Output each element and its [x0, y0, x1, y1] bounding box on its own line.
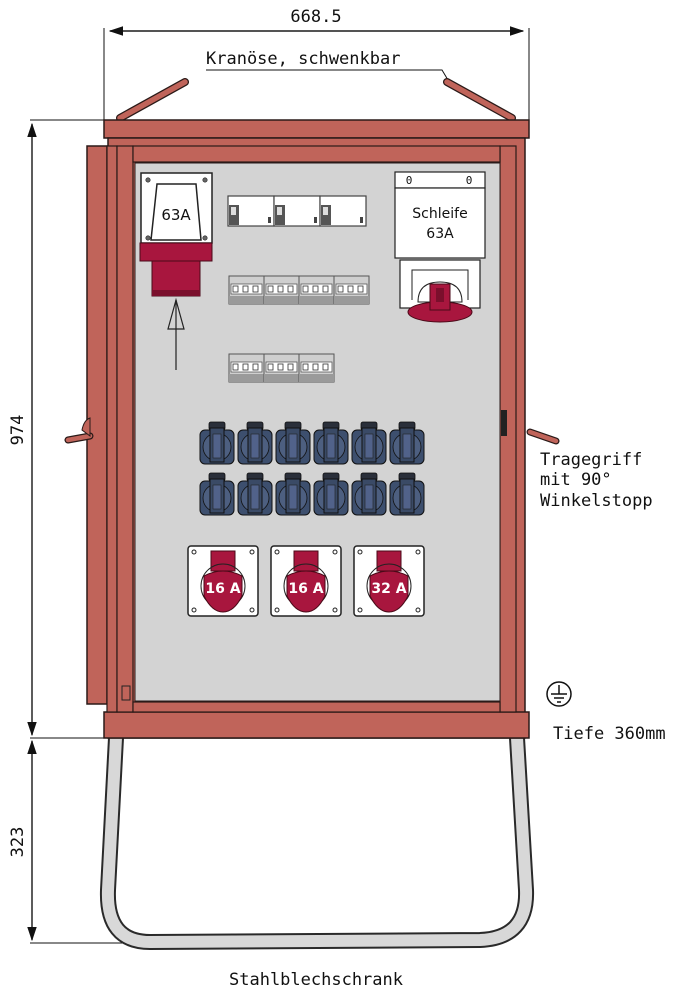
- loop-switch-mark-left: 0: [406, 174, 413, 187]
- mcb-row-2: [228, 353, 335, 383]
- schuko-socket: [389, 472, 425, 516]
- rcd-breaker: [227, 195, 275, 227]
- loop-outlet-label-2: 63A: [426, 226, 454, 242]
- schuko-socket: [237, 421, 273, 465]
- depth-label: Tiefe 360mm: [553, 724, 666, 744]
- mcb-breaker: [228, 275, 265, 305]
- loop-outlet-63a: 0 0 Schleife 63A: [394, 171, 486, 323]
- rcd-breaker: [273, 195, 321, 227]
- leg-height-dimension: 323: [8, 739, 150, 944]
- earth-ground-icon: [546, 681, 572, 707]
- cee-socket: 16 A: [187, 545, 259, 617]
- drawing-title: Stahlblechschrank: [229, 970, 403, 990]
- mcb-row-1: [228, 275, 370, 305]
- schuko-socket: [389, 421, 425, 465]
- main-inlet-63a: 63A: [139, 172, 213, 297]
- cee-socket-label: 32 A: [371, 581, 406, 597]
- cee-socket: 16 A: [270, 545, 342, 617]
- main-inlet-label: 63A: [161, 206, 191, 224]
- handle-left: [64, 417, 94, 444]
- height-label: 974: [8, 415, 28, 446]
- mcb-breaker: [263, 353, 300, 383]
- mcb-breaker: [298, 353, 335, 383]
- handle-right: [501, 410, 560, 445]
- height-dimension: 974: [8, 119, 104, 739]
- loop-switch-mark-right: 0: [466, 174, 473, 187]
- cee-socket-label: 16 A: [288, 581, 323, 597]
- schuko-socket: [351, 421, 387, 465]
- schuko-socket: [313, 421, 349, 465]
- mcb-breaker: [263, 275, 300, 305]
- handle-annotation: Tragegriff mit 90° Winkelstopp: [540, 450, 653, 511]
- schuko-socket: [275, 421, 311, 465]
- mcb-breaker: [228, 353, 265, 383]
- cee-socket: 32 A: [353, 545, 425, 617]
- schuko-socket: [351, 472, 387, 516]
- rcd-breaker: [319, 195, 367, 227]
- door-hinge: [121, 685, 131, 701]
- mcb-breaker: [333, 275, 370, 305]
- schuko-socket: [199, 421, 235, 465]
- schuko-socket: [199, 472, 235, 516]
- width-dimension: 668.5: [103, 7, 530, 120]
- schuko-socket: [313, 472, 349, 516]
- leg-frame: [99, 737, 535, 950]
- cee-socket-label: 16 A: [205, 581, 240, 597]
- leg-height-label: 323: [8, 827, 28, 858]
- loop-outlet-label-1: Schleife: [412, 206, 467, 222]
- handle-label-2: mit 90°: [540, 470, 612, 490]
- crane-eye-annotation: Kranöse, schwenkbar: [206, 49, 449, 81]
- cee-sockets: 16 A 16 A 32 A: [187, 545, 425, 617]
- crane-eye-label: Kranöse, schwenkbar: [206, 49, 400, 69]
- handle-label-3: Winkelstopp: [540, 491, 653, 511]
- handle-label-1: Tragegriff: [540, 450, 642, 470]
- mcb-breaker: [298, 275, 335, 305]
- schuko-socket: [275, 472, 311, 516]
- schuko-socket: [237, 472, 273, 516]
- inlet-arrow: [167, 297, 185, 370]
- width-label: 668.5: [290, 7, 341, 27]
- schuko-sockets: [199, 421, 425, 516]
- rcd-row: [227, 195, 367, 227]
